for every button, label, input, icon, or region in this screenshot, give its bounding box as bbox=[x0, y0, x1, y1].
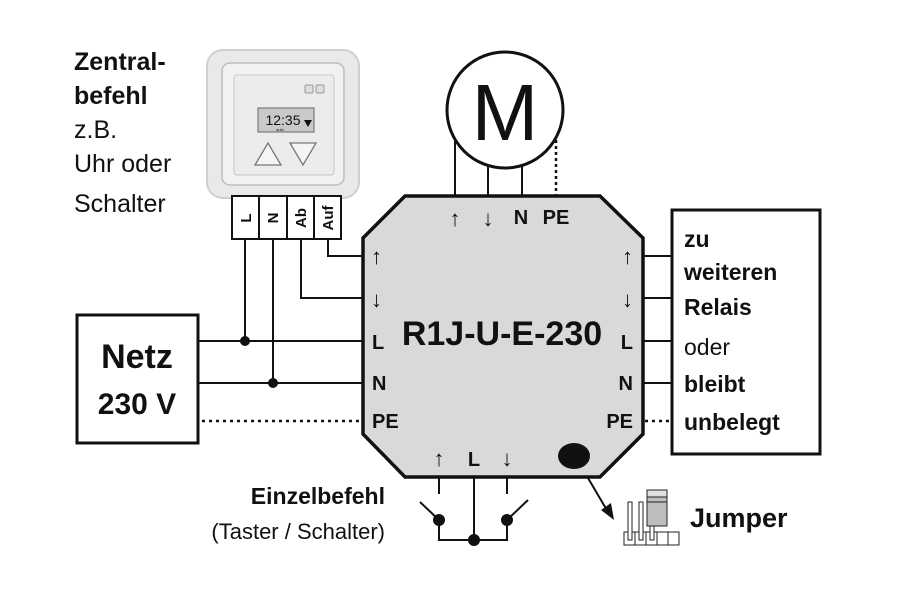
relay-top-terminal-pe: PE bbox=[543, 207, 570, 229]
jumper: Jumper bbox=[587, 477, 788, 546]
wire-auf-to-up bbox=[327, 239, 363, 257]
junction-l bbox=[240, 336, 250, 346]
relay-model-label: R1J-U-E-230 bbox=[402, 315, 602, 353]
central-command-label: Zentral- befehl z.B. Uhr oder Schalter bbox=[74, 48, 171, 218]
jumper-icon bbox=[623, 489, 680, 546]
further-relays-line-1: zu bbox=[684, 226, 710, 252]
timer-terminal-block: L N Ab Auf bbox=[231, 195, 342, 240]
jumper-pointer-line bbox=[587, 477, 609, 513]
motor: M bbox=[445, 50, 565, 195]
mains-supply: Netz 230 V bbox=[75, 313, 363, 445]
timer-led-1 bbox=[304, 84, 314, 94]
relay-right-terminal-up: ↑ bbox=[622, 244, 633, 269]
relay-left-terminal-up: ↑ bbox=[371, 244, 382, 269]
relay-bottom-terminal-l: L bbox=[468, 449, 480, 471]
mains-label: Netz bbox=[101, 338, 173, 376]
relay-body bbox=[361, 194, 645, 479]
junction-n bbox=[268, 378, 278, 388]
single-command-switches bbox=[419, 477, 529, 546]
relay-right-terminal-pe: PE bbox=[606, 411, 633, 433]
relay-top-terminal-up: ↑ bbox=[450, 206, 461, 231]
timer-terminal-ab: Ab bbox=[293, 208, 310, 228]
relay-left-terminal-pe: PE bbox=[372, 411, 399, 433]
timer-led-2 bbox=[315, 84, 325, 94]
mains-voltage: 230 V bbox=[98, 388, 176, 421]
jumper-pointer-arrow-icon bbox=[601, 503, 614, 520]
relay-left-terminal-n: N bbox=[372, 373, 386, 395]
motor-label: M bbox=[472, 68, 539, 157]
timer-display-down-indicator-icon bbox=[304, 120, 312, 127]
relay-top-terminal-down: ↓ bbox=[483, 206, 494, 231]
single-command-subtitle: (Taster / Schalter) bbox=[211, 519, 385, 544]
further-relays: zu weiteren Relais oder bleibt unbelegt bbox=[643, 208, 822, 456]
jumper-label: Jumper bbox=[690, 503, 788, 533]
switch-down-contact bbox=[501, 514, 513, 526]
central-command-line-4: Uhr oder bbox=[74, 150, 171, 178]
timer-terminal-auf: Auf bbox=[320, 205, 337, 231]
relay-right-terminal-n: N bbox=[619, 373, 633, 395]
jumper-socket[interactable] bbox=[558, 443, 590, 469]
further-relays-line-5: bleibt bbox=[684, 371, 746, 397]
relay-top-terminal-n: N bbox=[514, 207, 528, 229]
further-relays-box bbox=[670, 208, 822, 456]
relay-right-terminal-down: ↓ bbox=[622, 287, 633, 312]
further-relays-line-3: Relais bbox=[684, 294, 752, 320]
timer-display-time: 12:35 bbox=[265, 112, 300, 128]
relay-left-terminal-l: L bbox=[372, 332, 384, 354]
motor-circle bbox=[445, 50, 565, 170]
relay-right-terminal-l: L bbox=[621, 332, 633, 354]
switch-common-junction bbox=[468, 534, 480, 546]
timer-wiring bbox=[244, 239, 363, 383]
relay-left-terminal-down: ↓ bbox=[371, 287, 382, 312]
further-relays-line-6: unbelegt bbox=[684, 409, 780, 435]
further-relays-line-4: oder bbox=[684, 334, 730, 360]
timer-display-mode: auto bbox=[276, 127, 285, 132]
timer-device: 12:35 auto L N Ab Auf bbox=[206, 49, 360, 240]
relay-bottom-terminal-down: ↓ bbox=[502, 446, 513, 471]
central-command-line-2: befehl bbox=[74, 82, 148, 110]
single-command-title: Einzelbefehl bbox=[251, 483, 385, 509]
mains-box bbox=[75, 313, 200, 445]
timer-terminal-l: L bbox=[238, 213, 255, 222]
relay-bottom-terminal-up: ↑ bbox=[434, 446, 445, 471]
timer-down-button-icon[interactable] bbox=[288, 142, 318, 167]
timer-up-button-icon[interactable] bbox=[253, 141, 283, 166]
wire-ab-to-down bbox=[300, 239, 363, 299]
further-relays-line-2: weiteren bbox=[683, 259, 777, 285]
relay-module: R1J-U-E-230 ↑ ↓ N PE ↑ ↓ L N PE ↑ ↓ L N … bbox=[361, 194, 645, 479]
switch-up-contact bbox=[433, 514, 445, 526]
central-command-line-1: Zentral- bbox=[74, 48, 166, 76]
central-command-line-5: Schalter bbox=[74, 190, 166, 218]
timer-terminal-n: N bbox=[265, 213, 282, 224]
central-command-line-3: z.B. bbox=[74, 116, 117, 144]
